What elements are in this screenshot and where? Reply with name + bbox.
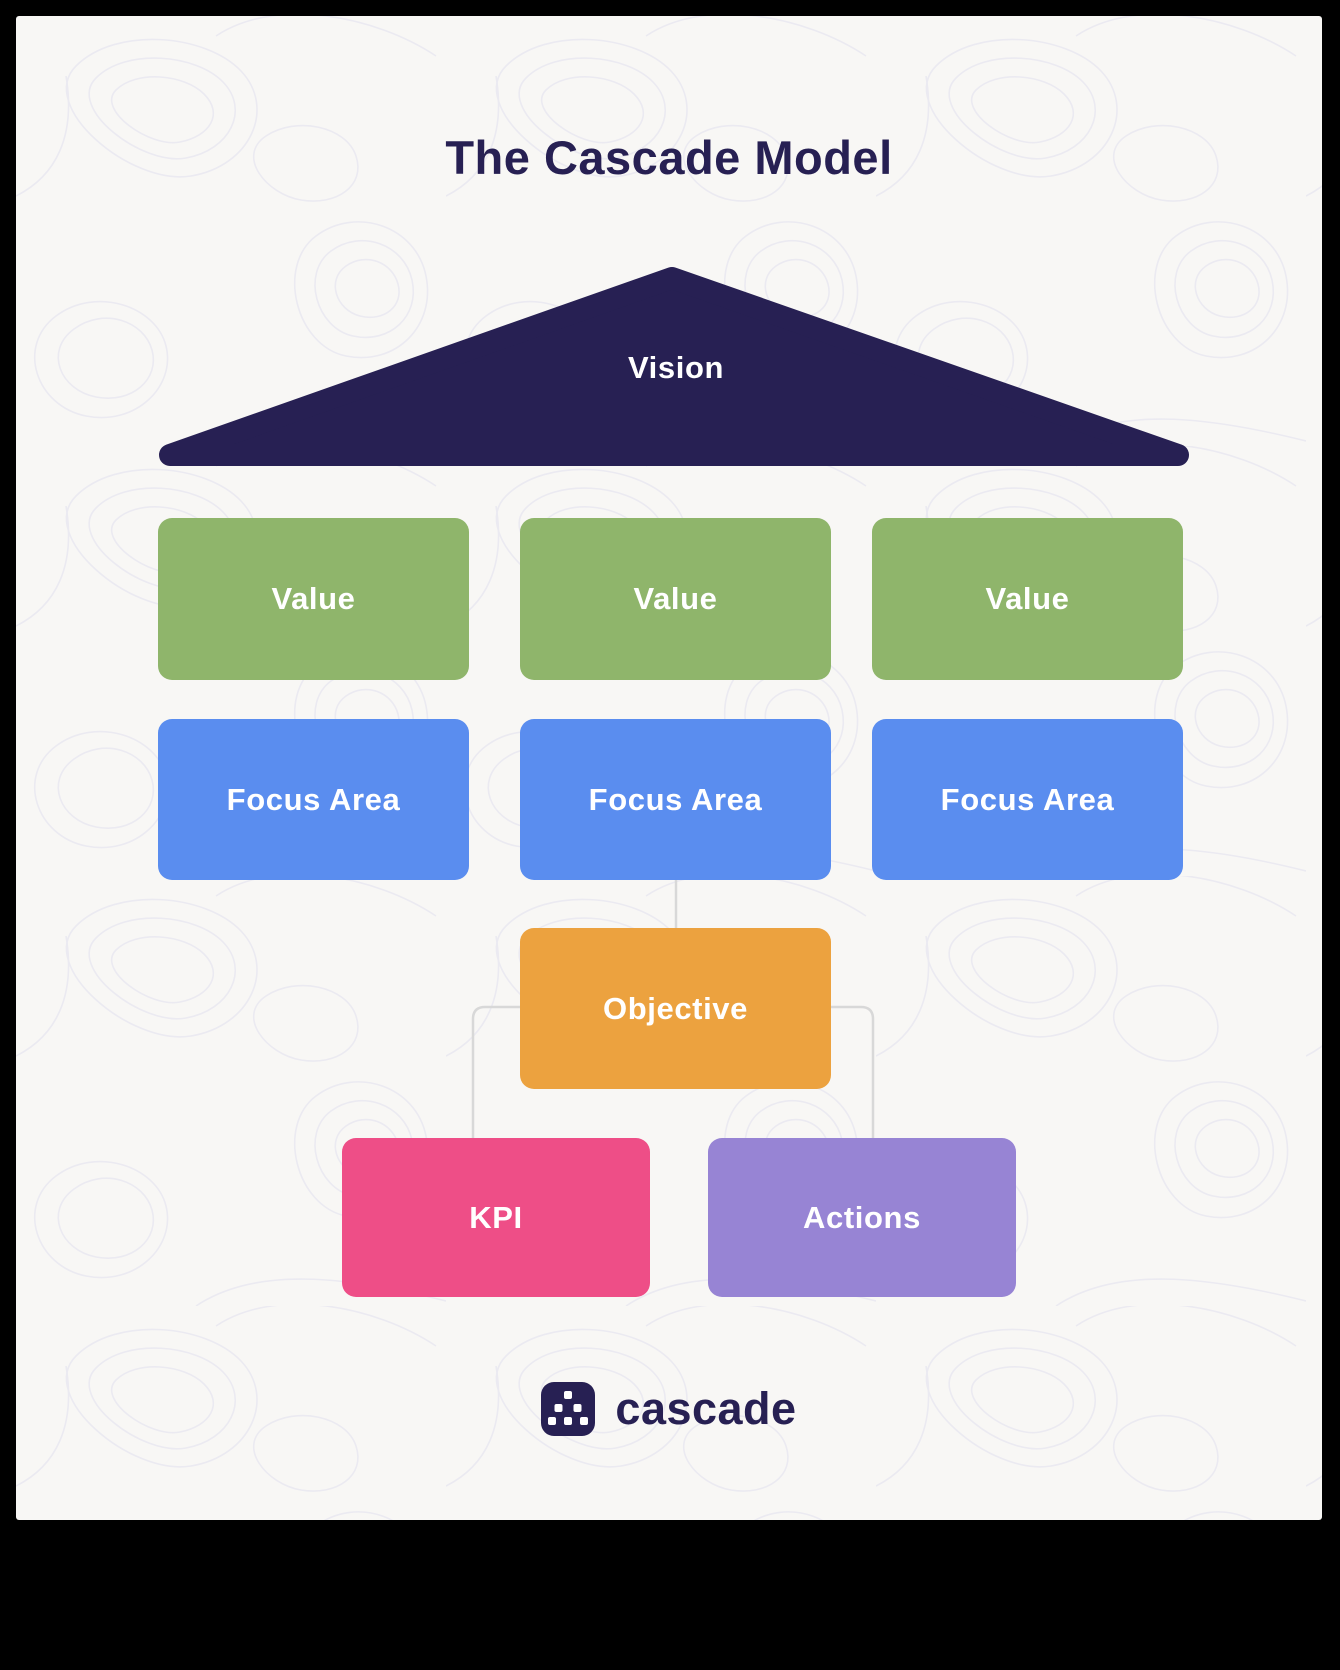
actions-label: Actions — [803, 1199, 921, 1235]
focus-area-box-2: Focus Area — [520, 719, 831, 880]
cascade-logo-icon — [541, 1382, 596, 1436]
objective-box: Objective — [520, 928, 831, 1089]
cascade-logo: cascade — [16, 1382, 1322, 1436]
focus-area-label: Focus Area — [226, 781, 401, 817]
objective-label: Objective — [603, 990, 748, 1026]
focus-area-label: Focus Area — [940, 781, 1115, 817]
value-label: Value — [985, 581, 1070, 616]
value-box-2: Value — [520, 518, 831, 680]
actions-box: Actions — [708, 1138, 1016, 1297]
focus-area-box-3: Focus Area — [872, 719, 1183, 880]
cascade-dots-icon — [548, 1391, 589, 1425]
kpi-label: KPI — [469, 1199, 523, 1235]
kpi-box: KPI — [342, 1138, 650, 1297]
vision-label: Vision — [627, 350, 725, 385]
focus-area-label: Focus Area — [588, 781, 763, 817]
cascade-wordmark: cascade — [615, 1383, 797, 1434]
value-label: Value — [633, 581, 718, 616]
value-box-3: Value — [872, 518, 1183, 680]
value-label: Value — [271, 581, 356, 616]
value-box-1: Value — [158, 518, 469, 680]
infographic-canvas: The Cascade Model Vision Value Value Val… — [16, 16, 1322, 1520]
page-title: The Cascade Model — [445, 131, 893, 184]
focus-area-box-1: Focus Area — [158, 719, 469, 880]
vision-pyramid — [159, 267, 1189, 466]
